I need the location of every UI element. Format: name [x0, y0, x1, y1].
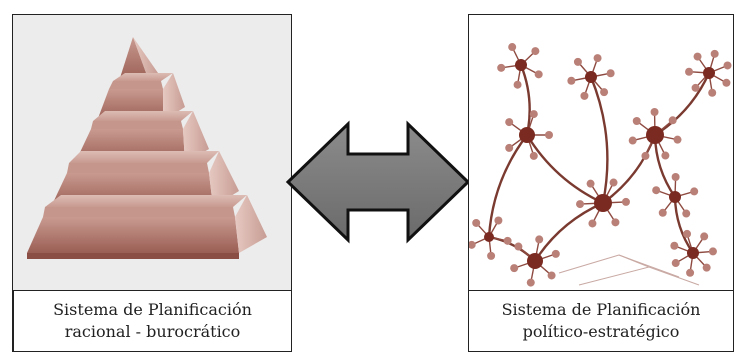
network-leaf-node [723, 61, 732, 70]
network-illustration [469, 43, 732, 287]
network-leaf-node [586, 179, 595, 188]
network-leaf-node [505, 143, 514, 152]
network-leaf-node [547, 271, 556, 280]
network-leaf-node [670, 241, 679, 250]
network-leaf-node [567, 76, 576, 85]
network-link [525, 134, 604, 205]
network-leaf-node [641, 151, 650, 160]
network-leaf-node [683, 229, 692, 238]
network-leaf-node [658, 208, 667, 217]
left-caption-line2: racional - burocrático [64, 322, 241, 341]
network-leaf-node [469, 240, 476, 249]
network-leaf-node [671, 173, 680, 182]
network-leaf-node [700, 232, 709, 241]
network-leaf-node [576, 200, 585, 209]
network-leaf-node [505, 118, 514, 127]
network-hub-node [515, 59, 527, 71]
network-leaf-node [710, 49, 719, 58]
network-leaf-node [606, 69, 615, 78]
network-leaf-node [650, 108, 659, 117]
network-leaf-node [686, 268, 695, 277]
network-hub-node [585, 71, 597, 83]
network-leaf-node [682, 209, 691, 218]
network-leaf-node [652, 186, 661, 195]
network-link [487, 134, 528, 238]
network-link [533, 201, 604, 262]
network-graph [469, 43, 732, 287]
network-leaf-node [508, 43, 517, 52]
network-leaf-node [593, 54, 602, 63]
network-hub-node [527, 253, 543, 269]
network-leaf-node [551, 249, 560, 258]
network-hub-node [594, 194, 612, 212]
network-mesh-line [578, 266, 650, 286]
network-link [519, 64, 531, 136]
network-link [602, 134, 657, 204]
network-leaf-node [668, 116, 677, 125]
pyramid-box [12, 14, 292, 291]
network-leaf-node [580, 91, 589, 100]
network-leaf-node [628, 136, 637, 145]
network-mesh-line [558, 254, 620, 274]
network-leaf-node [526, 278, 535, 287]
network-leaf-node [487, 251, 496, 260]
right-caption-line2: político-estratégico [522, 322, 680, 341]
network-leaf-node [600, 88, 609, 97]
network-leaf-node [611, 218, 620, 227]
network-box [468, 14, 734, 291]
network-leaf-node [545, 131, 553, 139]
network-leaf-node [535, 235, 544, 244]
network-leaf-node [661, 151, 670, 160]
network-leaf-node [588, 219, 597, 228]
network-hub-node [687, 247, 699, 259]
network-leaf-node [609, 178, 618, 187]
network-leaf-node [708, 247, 717, 256]
left-caption-line1: Sistema de Planificación [53, 300, 252, 319]
network-leaf-node [722, 78, 731, 87]
pyramid-tier-apex [119, 37, 158, 81]
network-leaf-node [690, 187, 699, 196]
pyramid-tier-base [27, 195, 267, 259]
right-caption-line1: Sistema de Planificación [501, 300, 701, 319]
network-leaf-node [513, 80, 522, 89]
network-leaf-node [673, 135, 682, 144]
network-hub-node [669, 191, 681, 203]
political-strategic-panel: Sistema de Planificación político-estrat… [468, 14, 734, 352]
left-caption: Sistema de Planificación racional - buro… [12, 291, 292, 352]
double-arrow-icon [285, 120, 471, 244]
rational-bureaucratic-panel: Sistema de Planificación racional - buro… [12, 14, 292, 352]
network-leaf-node [503, 236, 512, 245]
network-leaf-node [472, 218, 481, 227]
network-leaf-node [510, 264, 519, 273]
network-mesh-line [648, 266, 700, 286]
network-leaf-node [671, 259, 680, 268]
network-leaf-node [621, 197, 630, 206]
network-leaf-node [497, 63, 506, 72]
network-leaf-node [632, 117, 641, 126]
network-leaf-node [708, 88, 717, 97]
pyramid-illustration [27, 37, 267, 259]
network-leaf-node [494, 216, 503, 225]
network-mesh-line [618, 254, 650, 268]
network-leaf-node [573, 57, 582, 66]
network-hub-node [703, 67, 715, 79]
network-leaf-node [693, 52, 702, 61]
network-leaf-node [534, 70, 543, 79]
network-leaf-node [685, 67, 694, 76]
network-hub-node [519, 127, 535, 143]
network-leaf-node [529, 110, 538, 119]
network-leaf-node [531, 47, 540, 56]
network-hub-node [646, 126, 664, 144]
network-leaf-node [514, 242, 523, 251]
network-hub-node [484, 232, 494, 242]
network-leaf-node [529, 151, 538, 160]
right-caption: Sistema de Planificación político-estrat… [468, 291, 734, 352]
network-link [589, 76, 609, 204]
network-leaf-node [702, 263, 711, 272]
network-leaf-node [691, 83, 700, 92]
